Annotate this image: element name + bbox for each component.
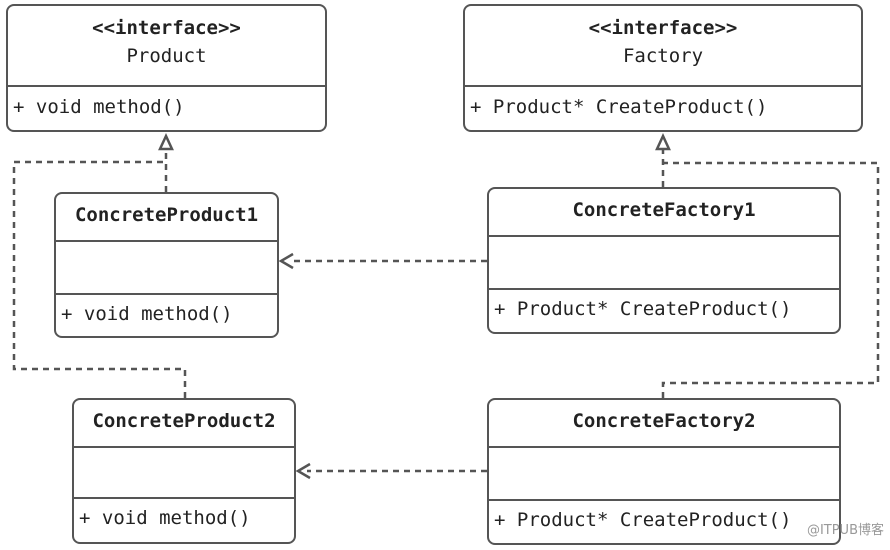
realization-line-cp2-product (12, 160, 187, 398)
operation: + Product* CreateProduct() (494, 298, 792, 320)
class-header: ConcreteProduct1 (56, 194, 277, 242)
class-product[interactable]: <<interface>> Product + void method() (6, 4, 327, 132)
operation: + void method() (13, 96, 185, 118)
class-concrete-product2[interactable]: ConcreteProduct2 + void method() (72, 398, 296, 544)
attributes-section (489, 237, 839, 290)
class-factory[interactable]: <<interface>> Factory + Product* CreateP… (463, 4, 863, 132)
dependency-arrowhead-cp1 (278, 252, 294, 270)
class-name: Product (126, 45, 207, 67)
class-header: <<interface>> Factory (465, 6, 861, 87)
realization-arrowhead-product (158, 133, 174, 151)
class-header: ConcreteFactory2 (489, 400, 839, 448)
class-name: Factory (622, 45, 704, 67)
class-concrete-product1[interactable]: ConcreteProduct1 + void method() (54, 192, 279, 338)
class-header: ConcreteFactory1 (489, 189, 839, 237)
realization-arrowhead-factory (655, 133, 671, 151)
operation: + void method() (79, 507, 251, 529)
class-name: ConcreteProduct2 (92, 410, 276, 432)
operations-section: + void method() (8, 87, 325, 118)
operations-section: + void method() (74, 499, 294, 529)
realization-line-cf2-factory (661, 161, 880, 398)
operation: + Product* CreateProduct() (470, 96, 768, 118)
stereotype-label: <<interface>> (588, 17, 738, 39)
attributes-section (489, 448, 839, 501)
dependency-arrowhead-cp2 (295, 462, 311, 480)
class-header: <<interface>> Product (8, 6, 325, 87)
operation: + void method() (61, 303, 233, 325)
operations-section: + void method() (56, 295, 277, 325)
class-name: ConcreteProduct1 (74, 204, 259, 226)
class-concrete-factory2[interactable]: ConcreteFactory2 + Product* CreateProduc… (487, 398, 841, 545)
operations-section: + Product* CreateProduct() (489, 501, 839, 531)
stereotype-label: <<interface>> (92, 17, 241, 39)
operation: + Product* CreateProduct() (494, 509, 792, 531)
operations-section: + Product* CreateProduct() (489, 290, 839, 320)
class-concrete-factory1[interactable]: ConcreteFactory1 + Product* CreateProduc… (487, 187, 841, 334)
class-name: ConcreteFactory1 (572, 199, 756, 221)
class-name: ConcreteFactory2 (572, 410, 756, 432)
attributes-section (74, 448, 294, 499)
watermark: @ITPUB博客 (806, 523, 884, 538)
class-header: ConcreteProduct2 (74, 400, 294, 448)
attributes-section (56, 242, 277, 295)
operations-section: + Product* CreateProduct() (465, 87, 861, 118)
